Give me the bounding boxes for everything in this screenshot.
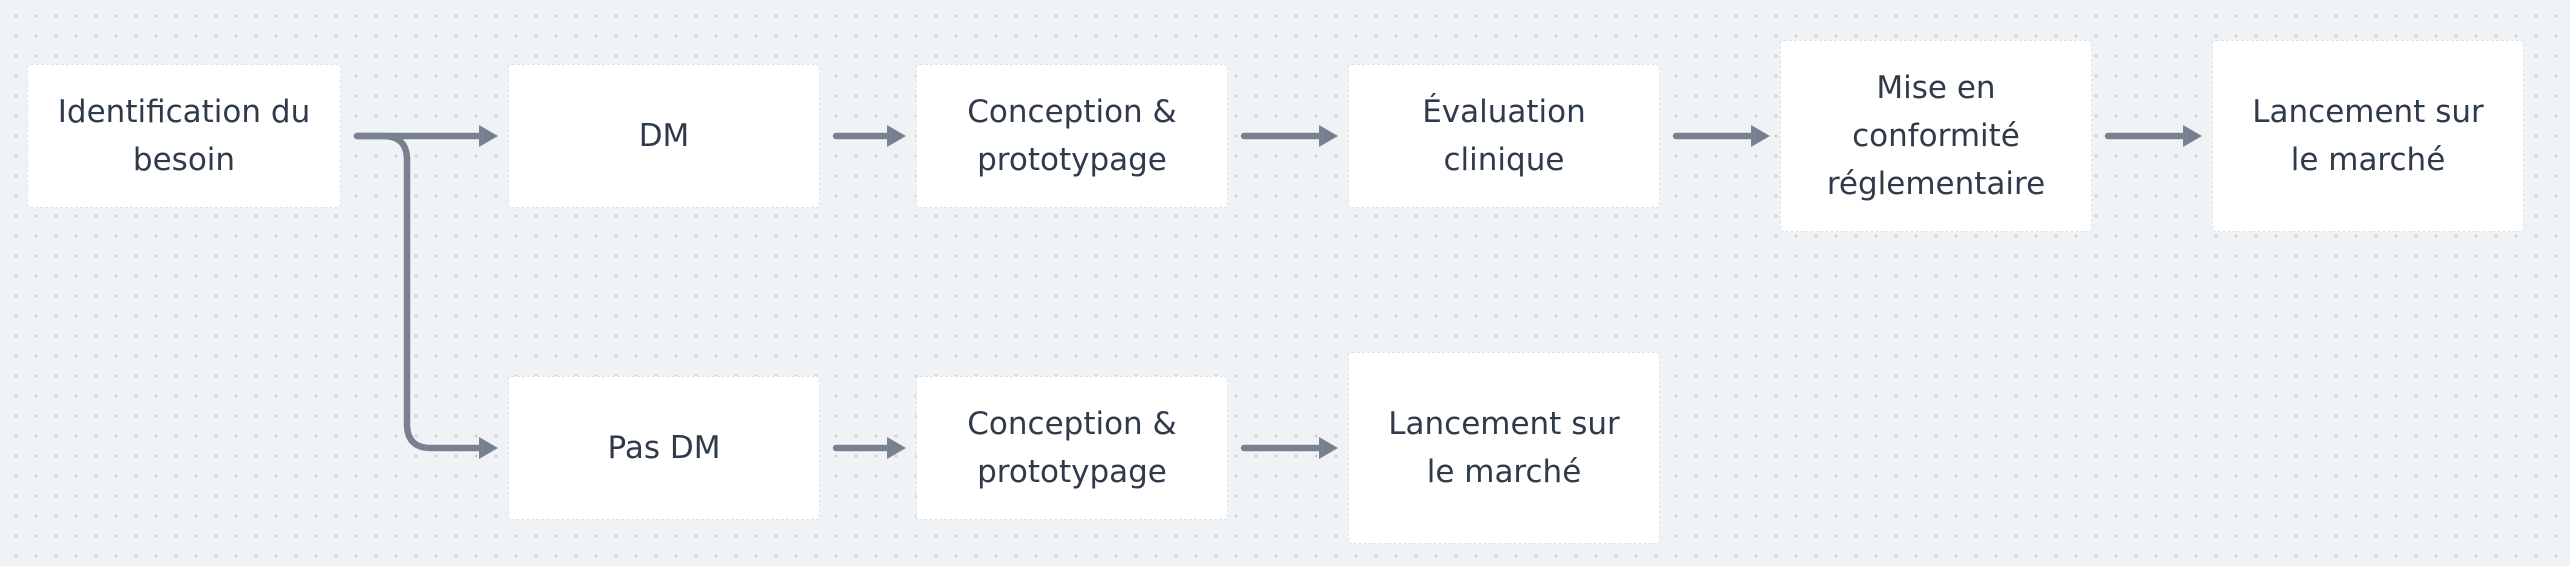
connector-identification-to-pas_dm [353, 132, 484, 452]
arrowhead-dm-to-conception_dm [887, 125, 906, 147]
node-lancement-sur-le-marche-pas-dm[interactable]: Lancement sur le marché [1348, 352, 1660, 544]
node-conception-prototypage-dm[interactable]: Conception & prototypage [916, 64, 1228, 208]
arrowhead-conception_pas_dm-to-lancement_pas_dm [1319, 437, 1338, 459]
arrowhead-identification-to-pas_dm [479, 437, 498, 459]
arrowhead-identification-to-dm [479, 125, 498, 147]
node-pas-dm[interactable]: Pas DM [508, 376, 820, 520]
arrowhead-pas_dm-to-conception_pas_dm [887, 437, 906, 459]
node-lancement-sur-le-marche-dm[interactable]: Lancement sur le marché [2212, 40, 2524, 232]
node-dm[interactable]: DM [508, 64, 820, 208]
node-mise-en-conformite-reglementaire[interactable]: Mise en conformité réglementaire [1780, 40, 2092, 232]
node-conception-prototypage-pas-dm[interactable]: Conception & prototypage [916, 376, 1228, 520]
node-evaluation-clinique[interactable]: Évaluation clinique [1348, 64, 1660, 208]
arrowhead-evaluation-to-conformite [1751, 125, 1770, 147]
arrowhead-conformite-to-lancement_dm [2183, 125, 2202, 147]
node-identification-du-besoin[interactable]: Identification du besoin [27, 64, 341, 208]
arrowhead-conception_dm-to-evaluation [1319, 125, 1338, 147]
